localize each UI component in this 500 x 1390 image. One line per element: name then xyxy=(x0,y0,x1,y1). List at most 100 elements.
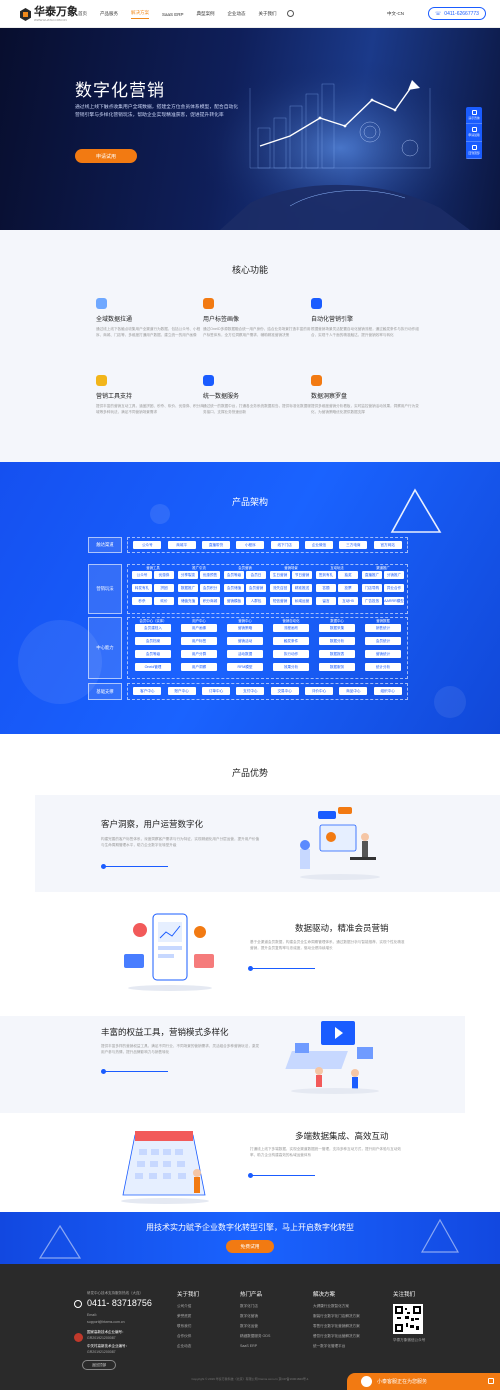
arch-chip[interactable]: 数据报表 xyxy=(319,650,355,658)
arch-chip[interactable]: 直播带货 xyxy=(202,541,230,549)
footer-link[interactable]: 餐饮行业数字化运营解决方案 xyxy=(313,1334,360,1338)
arch-chip[interactable]: 客户中心 xyxy=(133,687,162,695)
arch-chip[interactable]: 账户中心 xyxy=(167,687,196,695)
arch-chip[interactable]: 营销策略 xyxy=(227,624,263,632)
arch-chip[interactable]: 会员积分 xyxy=(200,584,220,592)
arch-chip[interactable]: 执行动作 xyxy=(273,650,309,658)
footer-link[interactable]: 数字化运营 xyxy=(240,1324,258,1328)
arch-chip[interactable]: 互动H5 xyxy=(338,597,358,605)
arch-chip[interactable]: 活动数据 xyxy=(227,650,263,658)
arch-chip[interactable]: 会员等级 xyxy=(135,650,171,658)
footer-link[interactable]: 统一数字化管理平台 xyxy=(313,1344,346,1348)
arch-chip[interactable]: 营销统计 xyxy=(365,650,401,658)
arch-chip[interactable]: 用户洞察 xyxy=(181,663,217,671)
footer-link[interactable]: 公司介绍 xyxy=(177,1304,192,1308)
arch-chip[interactable]: 组织中心 xyxy=(373,687,402,695)
arch-chip[interactable]: 营销模板 xyxy=(224,597,244,605)
arch-chip[interactable]: 小程序 xyxy=(236,541,265,549)
arch-chip[interactable]: Oneid管理 xyxy=(135,663,171,671)
language-select[interactable]: 中文-CN xyxy=(387,11,404,16)
footer-link[interactable]: 荣誉资质 xyxy=(177,1314,192,1318)
arch-chip[interactable]: 精准推送 xyxy=(292,584,312,592)
arch-chip[interactable]: 支付中心 xyxy=(236,687,265,695)
arch-chip[interactable]: 线下门店 xyxy=(270,541,299,549)
arch-chip[interactable]: 答题 xyxy=(316,584,336,592)
arch-chip[interactable]: 流失召回 xyxy=(270,584,290,592)
arch-chip[interactable]: 会员统计 xyxy=(365,637,401,645)
arch-chip[interactable]: 数据分析 xyxy=(319,637,355,645)
footer-link[interactable]: 大健康行业数智化方案 xyxy=(313,1304,349,1308)
footer-link[interactable]: 数字化门店 xyxy=(240,1304,258,1308)
nav-item[interactable]: 解决方案 xyxy=(131,10,149,19)
arch-chip[interactable]: RFM模型 xyxy=(227,663,263,671)
side-tab-trial[interactable]: 申请试用 xyxy=(466,124,482,142)
arch-chip[interactable]: 评价中心 xyxy=(305,687,333,695)
arch-chip[interactable]: 储值充值 xyxy=(178,597,198,605)
arch-chip[interactable]: 商品中心 xyxy=(339,687,368,695)
footer-link[interactable]: 数字化营销 xyxy=(240,1314,258,1318)
footer-link[interactable]: 合作伙伴 xyxy=(177,1334,192,1338)
arch-chip[interactable]: 积分商城 xyxy=(200,597,220,605)
arch-chip[interactable]: 人群包 xyxy=(246,597,266,605)
arch-chip[interactable]: 用户分群 xyxy=(181,650,217,658)
arch-chip[interactable]: 流程画布 xyxy=(273,624,309,632)
phone-button[interactable]: ☏ 0411-62667773 xyxy=(428,7,486,20)
arch-chip[interactable]: 销售统计 xyxy=(365,624,401,632)
side-tab-top[interactable]: 回到顶部 xyxy=(466,142,482,159)
nav-item[interactable]: 关于我们 xyxy=(258,11,277,16)
arch-chip[interactable]: 数据服务 xyxy=(319,663,355,671)
arch-chip[interactable]: 异业合作 xyxy=(384,584,404,592)
arch-chip[interactable]: 营销活动 xyxy=(227,637,263,645)
arch-chip[interactable]: 分享裂变 xyxy=(178,571,198,579)
arch-chip[interactable]: 广告投放 xyxy=(362,597,382,605)
arch-chip[interactable]: 砍价 xyxy=(154,597,174,605)
logo[interactable]: 华泰万象 WWW.HUATAI.COM.CN xyxy=(20,7,78,22)
footer-link[interactable]: 精细数据服务 ODS xyxy=(240,1334,271,1338)
arch-chip[interactable]: 商城平 xyxy=(167,541,196,549)
arch-chip[interactable]: 用户标签 xyxy=(181,637,217,645)
footer-link[interactable]: SaaS ERP xyxy=(240,1344,258,1348)
arch-chip[interactable]: 会员档案 xyxy=(135,637,171,645)
chat-widget[interactable]: 小泰客服正在为您服务 xyxy=(347,1373,500,1390)
arch-chip[interactable]: 拼团 xyxy=(154,584,174,592)
side-tab-consult[interactable]: 演示咨询 xyxy=(466,107,482,125)
footer-link[interactable]: 服装行业数字化门店解决方案 xyxy=(313,1314,360,1318)
nav-item[interactable]: SaaS ERP xyxy=(162,11,184,17)
arch-chip[interactable]: 抽奖 xyxy=(338,571,358,579)
arch-chip[interactable]: 触发条件 xyxy=(273,637,309,645)
arch-chip[interactable]: 转发有礼 xyxy=(132,584,152,592)
arch-chip[interactable]: 会员日 xyxy=(246,571,266,579)
back-to-top-button[interactable]: 返回顶部 xyxy=(82,1360,116,1370)
arch-chip[interactable]: 订单中心 xyxy=(202,687,230,695)
arch-chip[interactable]: 会员等级 xyxy=(224,571,244,579)
arch-chip[interactable]: 直播推广 xyxy=(362,571,382,579)
arch-chip[interactable]: 会员营销 xyxy=(246,584,266,592)
arch-chip[interactable]: 数据采集 xyxy=(319,624,355,632)
free-trial-button[interactable]: 免费试用 xyxy=(226,1240,274,1253)
arch-chip[interactable]: 会员储值 xyxy=(224,584,244,592)
search-icon[interactable] xyxy=(287,10,294,17)
footer-link[interactable]: 企业动态 xyxy=(177,1344,192,1348)
arch-chip[interactable]: AARRR模型 xyxy=(384,597,404,605)
nav-item[interactable]: 首页 xyxy=(78,11,87,16)
arch-chip[interactable]: 私域运营 xyxy=(292,597,312,605)
arch-chip[interactable]: 优惠预售 xyxy=(200,571,220,579)
arch-chip[interactable]: 投票 xyxy=(338,584,358,592)
arch-chip[interactable]: 公众号 xyxy=(133,541,162,549)
arch-chip[interactable]: 用户画像 xyxy=(181,624,217,632)
arch-chip[interactable]: 交易中心 xyxy=(270,687,299,695)
nav-item[interactable]: 企业动态 xyxy=(227,11,246,16)
arch-chip[interactable]: 企业微信 xyxy=(305,541,333,549)
expand-icon[interactable] xyxy=(488,1378,494,1384)
arch-chip[interactable]: 秒杀 xyxy=(132,597,152,605)
footer-link[interactable]: 零售行业数字化营销解决方案 xyxy=(313,1324,360,1328)
arch-chip[interactable]: 会员建档入 xyxy=(135,624,171,632)
arch-chip[interactable]: 签到有礼 xyxy=(316,571,336,579)
nav-item[interactable]: 典型案例 xyxy=(196,11,215,16)
arch-chip[interactable]: 优惠券 xyxy=(154,571,174,579)
arch-chip[interactable]: 官方网站 xyxy=(373,541,402,549)
arch-chip[interactable]: 公众号 xyxy=(132,571,152,579)
nav-item[interactable]: 产品服务 xyxy=(100,11,118,16)
arch-chip[interactable]: 分销推广 xyxy=(384,571,404,579)
arch-chip[interactable]: 留言 xyxy=(316,597,336,605)
